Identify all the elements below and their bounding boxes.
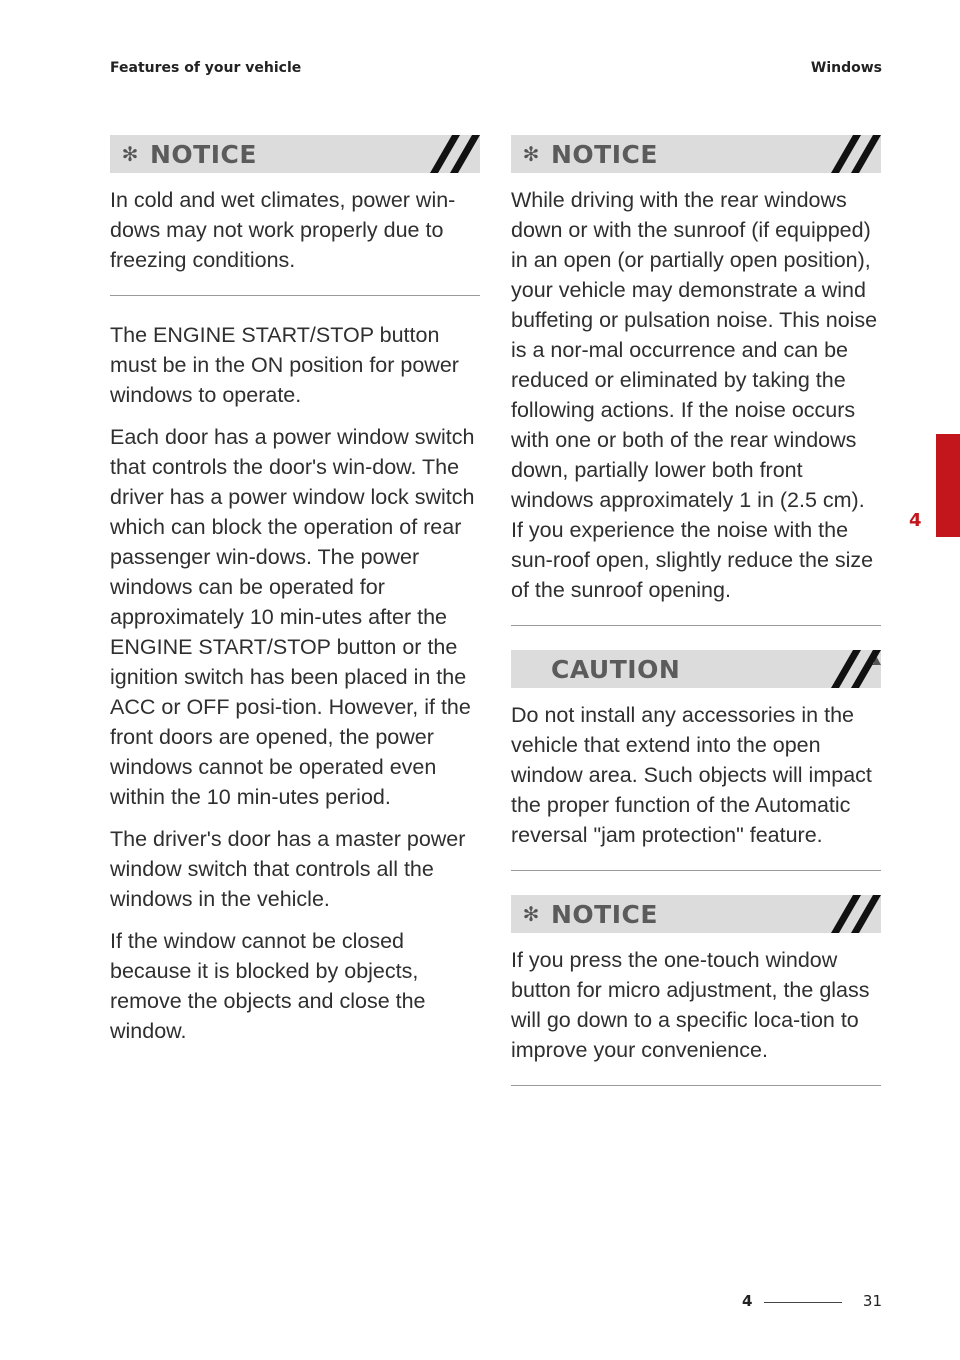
section-divider (511, 1085, 881, 1086)
caution-banner: CAUTION (511, 650, 881, 688)
notice-title: NOTICE (551, 139, 658, 169)
section-divider (511, 625, 881, 626)
body-paragraph: Each door has a power window switch that… (110, 425, 475, 809)
notice-text: In cold and wet climates, power win-dows… (110, 188, 456, 272)
body-paragraph: The ENGINE START/STOP button must be in … (110, 323, 459, 407)
stripes-decoration-icon (831, 650, 881, 688)
stripes-decoration-icon (831, 895, 881, 933)
notice-banner: ✻ NOTICE (511, 135, 881, 173)
left-column: ✻ NOTICE In cold and wet climates, power… (110, 135, 480, 1046)
asterisk-icon: ✻ (522, 902, 540, 926)
body-paragraph: The driver's door has a master power win… (110, 827, 466, 911)
right-column: ✻ NOTICE While driving with the rear win… (511, 135, 881, 1110)
chapter-side-tab (936, 434, 960, 537)
asterisk-icon: ✻ (522, 142, 540, 166)
chapter-side-number: 4 (909, 510, 922, 531)
notice-title: NOTICE (150, 139, 257, 169)
notice-banner: ✻ NOTICE (110, 135, 480, 173)
section-divider (110, 295, 480, 296)
running-header-section: Features of your vehicle (110, 60, 302, 76)
section-divider (511, 870, 881, 871)
stripes-decoration-icon (430, 135, 480, 173)
caution-title: CAUTION (551, 654, 681, 684)
asterisk-icon: ✻ (121, 142, 139, 166)
page-footer: 4 31 (742, 1292, 882, 1316)
stripes-decoration-icon (831, 135, 881, 173)
notice-text: While driving with the rear windows down… (511, 188, 878, 602)
running-header-topic: Windows (810, 60, 882, 76)
notice-text: If you press the one-touch window button… (511, 948, 870, 1062)
footer-rule (764, 1302, 842, 1303)
footer-chapter-number: 4 (742, 1292, 753, 1310)
notice-title: NOTICE (551, 899, 658, 929)
body-paragraph: If the window cannot be closed because i… (110, 929, 426, 1043)
page-number: 31 (862, 1292, 882, 1310)
caution-text: Do not install any accessories in the ve… (511, 703, 872, 847)
notice-banner: ✻ NOTICE (511, 895, 881, 933)
